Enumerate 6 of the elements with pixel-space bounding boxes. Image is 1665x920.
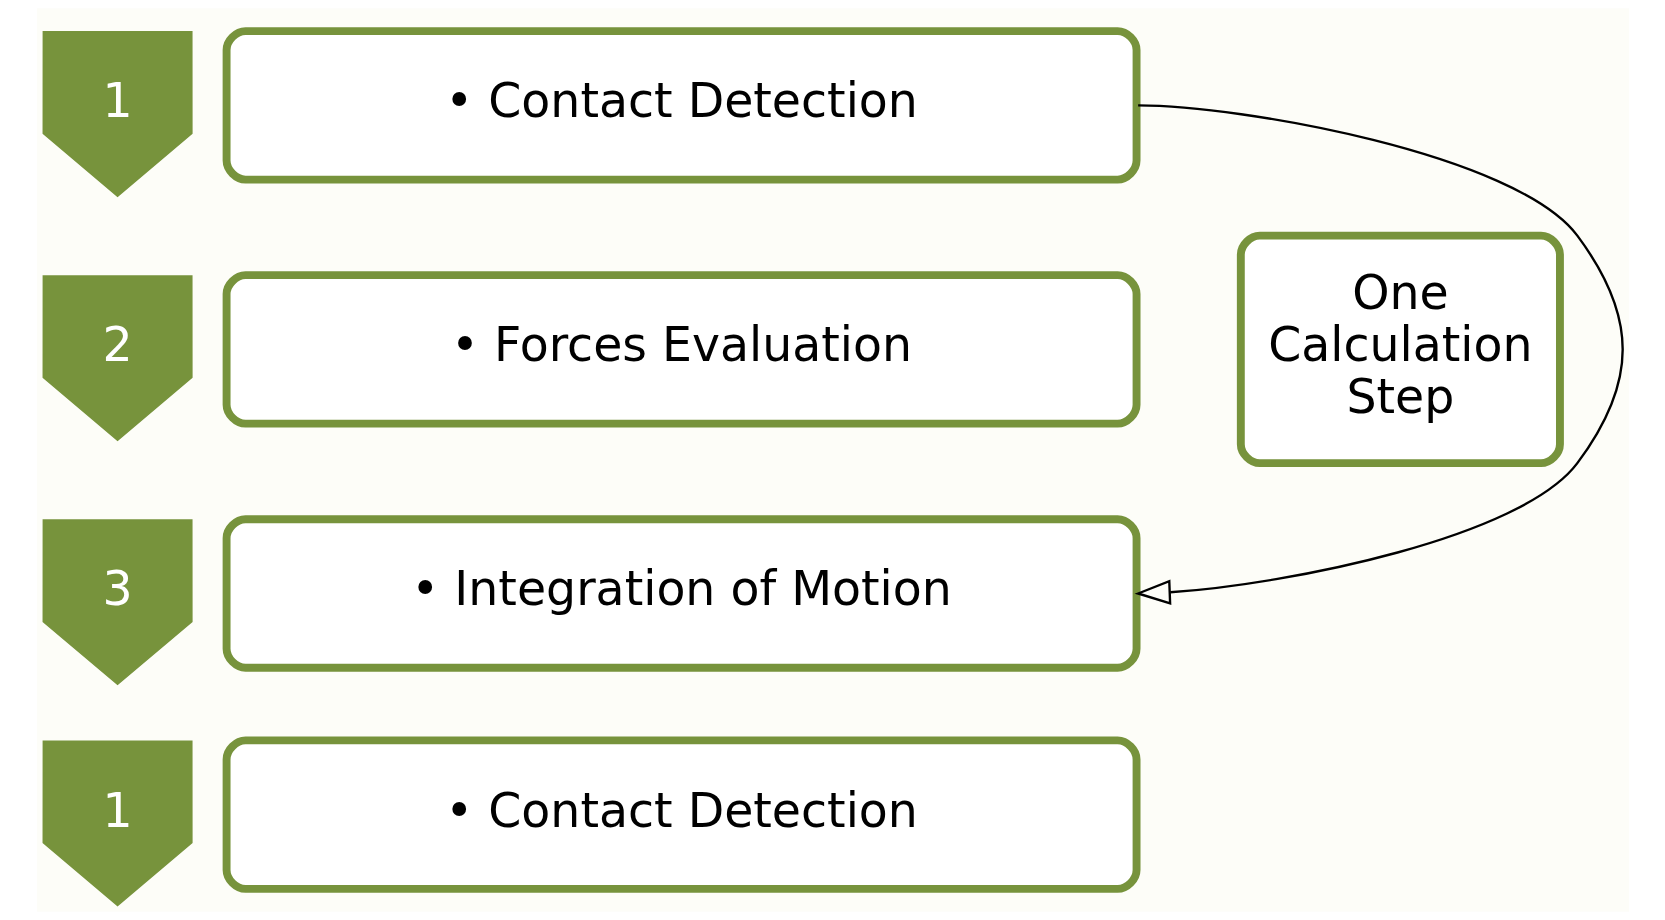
arrow	[1134, 104, 1624, 605]
node-box: One Calculation Step	[1236, 231, 1564, 468]
node-box: • Contact Detection	[222, 736, 1140, 893]
node-box: • Integration of Motion	[222, 515, 1140, 672]
node-box: • Forces Evaluation	[222, 271, 1140, 428]
node-box: • Contact Detection	[222, 27, 1140, 184]
